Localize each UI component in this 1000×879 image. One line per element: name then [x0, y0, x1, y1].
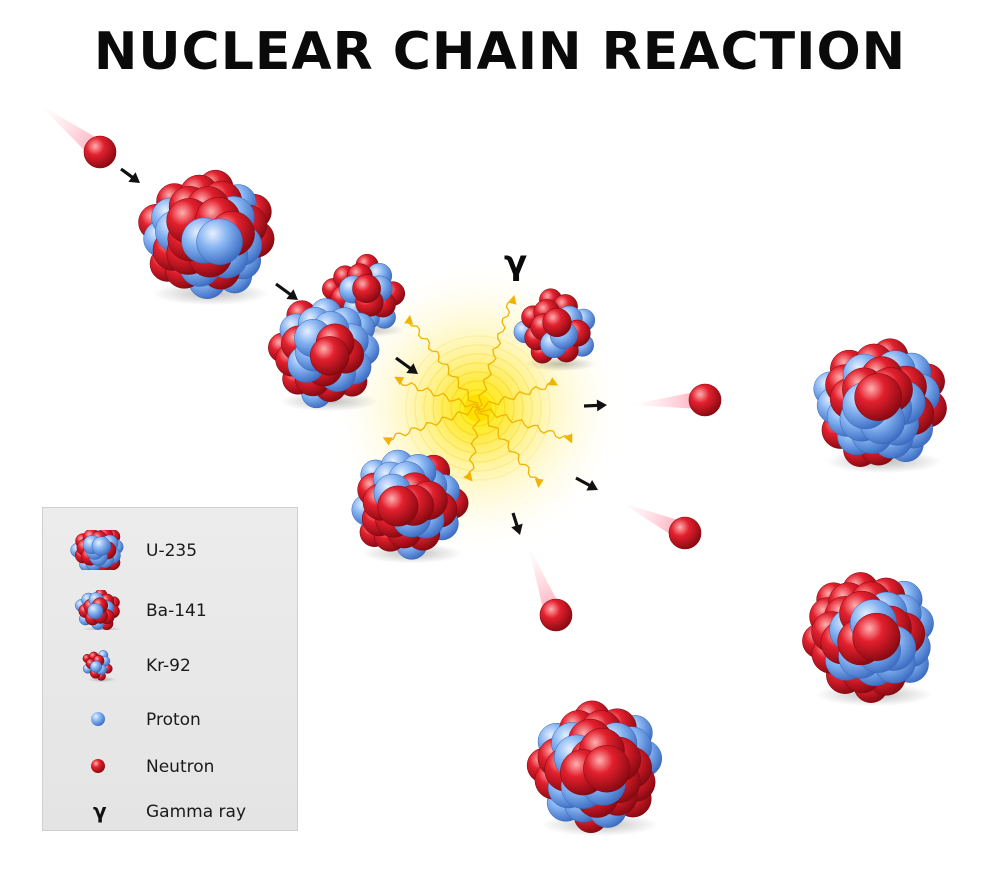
- u235-nucleus: [138, 169, 275, 306]
- released-neutron-3: [539, 598, 573, 632]
- arrow-out-1: [583, 399, 607, 412]
- proton: [87, 603, 104, 620]
- nuclei: [83, 135, 947, 837]
- legend-panel: U-235 Ba-141 Kr-92 Proton Neutron γ Gamm…: [42, 507, 298, 831]
- arrow-neutron-to-u235: [120, 167, 140, 183]
- legend-ba141-nucleus: [75, 590, 122, 630]
- fission-ring: [423, 353, 533, 463]
- legend-item-neutron: Neutron: [43, 746, 299, 786]
- legend-u235-nucleus: [70, 530, 124, 570]
- proton: [91, 536, 112, 556]
- gamma-wave: [463, 407, 481, 482]
- neutron: [352, 274, 381, 304]
- neutron: [583, 745, 631, 793]
- fission-ring: [405, 335, 551, 481]
- legend-label-kr92: Kr-92: [146, 656, 191, 676]
- fission-rings: [405, 335, 551, 481]
- kr92-fragment: [513, 288, 597, 372]
- legend-kr92-nucleus: [82, 650, 117, 683]
- arrow-out-2: [575, 476, 598, 491]
- proton: [196, 218, 243, 266]
- legend-label-u235: U-235: [146, 541, 198, 561]
- neutron: [542, 307, 572, 338]
- legend-item-gamma: γ Gamma ray: [43, 791, 299, 831]
- neutron: [854, 373, 903, 421]
- gamma-waves: [382, 294, 573, 489]
- legend-item-proton: Proton: [43, 699, 299, 739]
- arrow-u235-to-u236: [275, 282, 298, 300]
- gamma-label: γ: [504, 243, 528, 283]
- legend-label-ba141: Ba-141: [146, 601, 207, 621]
- u235-nucleus-next-3: [526, 700, 663, 837]
- ba141-nucleus-icon: [75, 590, 122, 630]
- gamma-ray-icon: γ: [93, 799, 107, 823]
- proton: [89, 660, 103, 673]
- kr92-nucleus-icon: [82, 650, 117, 683]
- neutron: [852, 612, 901, 661]
- gamma-wave: [477, 407, 544, 489]
- released-neutron-1: [688, 383, 722, 417]
- gamma-wave: [477, 407, 573, 444]
- legend-label-proton: Proton: [146, 710, 201, 730]
- u235-nucleus-next-1: [813, 338, 947, 474]
- neutron-icon: [91, 759, 105, 773]
- gamma-wave: [477, 377, 559, 411]
- neutron-trail-out-3: [528, 545, 562, 616]
- proton-icon: [91, 712, 105, 726]
- u235-nucleus-next-2: [802, 572, 934, 707]
- arrow-to-fission: [395, 356, 418, 374]
- neutron: [309, 336, 350, 376]
- legend-item-u235: U-235: [43, 530, 299, 570]
- arrow-out-3: [511, 512, 523, 536]
- neutron: [377, 485, 419, 527]
- flow-arrows: [120, 167, 607, 536]
- fission-ring: [414, 344, 542, 472]
- fission-ring: [450, 380, 506, 436]
- neutron-trail-out-2: [620, 502, 684, 539]
- legend-label-neutron: Neutron: [146, 757, 215, 777]
- ba141-fragment: [351, 449, 469, 564]
- gamma-wave: [382, 405, 479, 446]
- excited-nucleus: [268, 298, 380, 412]
- legend-item-kr92: Kr-92: [43, 645, 299, 685]
- fission-ring: [441, 371, 515, 445]
- released-neutron-2: [668, 516, 702, 550]
- neutron-trail-out-1: [630, 391, 701, 409]
- incoming-neutron: [83, 135, 117, 169]
- fission-ring: [459, 389, 497, 427]
- legend-label-gamma: Gamma ray: [146, 802, 246, 822]
- gamma-wave: [477, 294, 517, 409]
- legend-item-ba141: Ba-141: [43, 590, 299, 630]
- neutron-trails: [40, 105, 701, 616]
- gamma-wave: [404, 314, 479, 409]
- fission-ring: [432, 362, 524, 454]
- diagram-title: NUCLEAR CHAIN REACTION: [93, 22, 907, 82]
- gamma-wave: [394, 376, 479, 409]
- u235-nucleus-icon: [70, 530, 124, 570]
